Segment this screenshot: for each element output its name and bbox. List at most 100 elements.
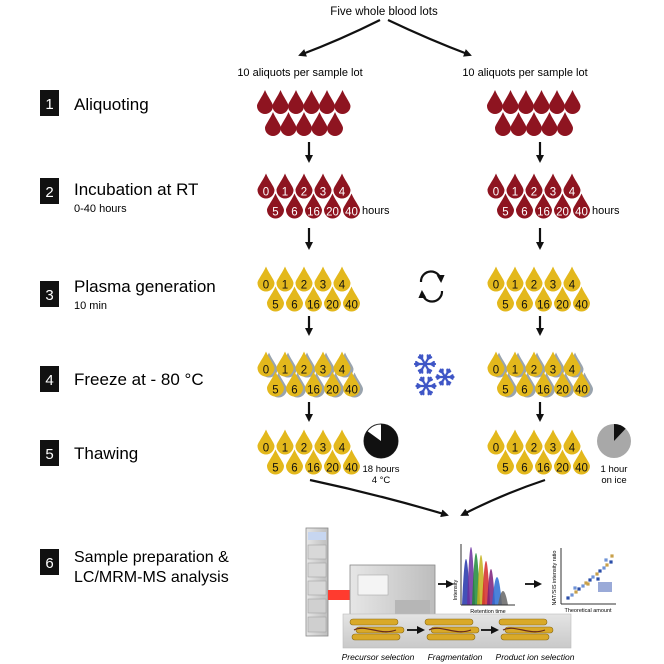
time-point-label: 1 (282, 280, 288, 292)
calibration-point (609, 560, 613, 564)
droplet (311, 112, 328, 136)
droplet (303, 90, 320, 114)
step-number: 5 (45, 446, 53, 463)
droplet (495, 112, 511, 136)
time-point-label: 20 (326, 385, 339, 397)
step-title: Thawing (74, 444, 138, 463)
droplet: 2 (295, 266, 313, 292)
time-point-label: 20 (326, 463, 339, 475)
droplet: 4 (563, 351, 584, 378)
ms-stage-1-label: Precursor selection (342, 652, 415, 662)
aliquot-label-right: 10 aliquots per sample lot (462, 67, 587, 79)
droplet: 20 (324, 193, 341, 219)
snowflake-icons (413, 354, 455, 396)
droplet: 20 (554, 286, 571, 312)
time-point-label: 20 (556, 207, 569, 219)
time-point-label: 20 (326, 207, 339, 219)
snowflake-icon (415, 376, 437, 396)
time-point-label: 0 (263, 187, 269, 199)
step-subtitle: LC/MRM-MS analysis (74, 569, 229, 586)
thaw-time-left: 18 hours (363, 464, 400, 475)
time-point-label: 5 (502, 463, 508, 475)
calibration-point (584, 581, 588, 585)
step-title: Aliquoting (74, 95, 149, 114)
time-point-label: 0 (493, 365, 499, 377)
droplet: 0 (257, 266, 275, 292)
droplet (280, 112, 297, 136)
time-point-label: 20 (556, 385, 569, 397)
time-point-label: 16 (307, 207, 320, 219)
droplet: 6 (516, 193, 533, 219)
time-point-label: 5 (272, 207, 278, 219)
droplet: 3 (314, 266, 332, 292)
step-3: 3 Plasma generation 10 min (40, 277, 216, 312)
time-point-label: 5 (502, 300, 508, 312)
time-point-label: 2 (531, 365, 537, 377)
droplet: 2 (525, 266, 543, 292)
time-point-label: 3 (320, 280, 326, 292)
droplet (296, 112, 312, 136)
droplet: 2 (525, 429, 543, 455)
chromatogram-xlabel: Retention time (470, 609, 505, 615)
droplet: 40 (573, 371, 593, 398)
time-point-label: 3 (320, 187, 326, 199)
droplet: 16 (535, 193, 552, 219)
calibration-point (570, 593, 574, 597)
time-point-label: 40 (345, 207, 358, 219)
droplet: 40 (573, 449, 590, 475)
droplet: 40 (573, 286, 590, 312)
step-number: 4 (45, 372, 53, 389)
step-number-badge (40, 178, 59, 204)
calibration-point (586, 582, 590, 586)
time-point-label: 6 (521, 385, 527, 397)
time-point-label: 16 (537, 463, 550, 475)
calibration-point (604, 558, 608, 562)
calibration-point (605, 563, 609, 567)
droplet (533, 90, 550, 114)
time-point-label: 2 (301, 280, 307, 292)
droplet: 4 (563, 429, 581, 455)
droplet: 5 (497, 371, 517, 398)
time-point-label: 6 (521, 300, 527, 312)
time-point-label: 4 (569, 443, 576, 455)
time-point-label: 6 (291, 300, 297, 312)
calibration-point (566, 596, 570, 600)
ms-stage-3-label: Product ion selection (496, 652, 575, 662)
step-number-badge (40, 281, 59, 307)
droplet: 0 (487, 266, 505, 292)
step-number-badge (40, 549, 59, 575)
branch-arrow-left (298, 19, 381, 57)
aliquot-droplets-right (487, 90, 581, 136)
droplet: 2 (295, 429, 313, 455)
droplet: 4 (333, 266, 351, 292)
snowflake-icon (413, 354, 437, 374)
time-point-label: 2 (531, 280, 537, 292)
step-number-badge (40, 366, 59, 392)
droplet: 20 (554, 449, 571, 475)
thaw-temp-left: 4 °C (372, 475, 391, 486)
step-title: Freeze at - 80 °C (74, 370, 204, 389)
step-number: 6 (45, 555, 53, 572)
time-point-label: 3 (550, 365, 556, 377)
time-point-label: 1 (282, 443, 288, 455)
droplet (526, 112, 542, 136)
droplet (288, 90, 304, 114)
droplet: 3 (544, 429, 562, 455)
time-point-label: 4 (339, 280, 346, 292)
time-point-label: 0 (263, 365, 269, 377)
droplet (334, 90, 351, 114)
droplet: 1 (506, 266, 524, 292)
droplet: 4 (333, 429, 351, 455)
time-point-label: 6 (291, 463, 297, 475)
droplet: 16 (305, 286, 322, 312)
droplet: 3 (544, 351, 565, 378)
droplet: 2 (295, 173, 313, 199)
chromatogram-peaks (462, 547, 508, 605)
quadrupole-icon (498, 618, 554, 641)
step-1: 1 Aliquoting (40, 90, 149, 116)
droplet: 0 (257, 429, 275, 455)
droplet: 1 (276, 173, 294, 199)
time-point-label: 1 (282, 365, 288, 377)
time-point-label: 1 (512, 365, 518, 377)
time-point-label: 40 (345, 385, 358, 397)
